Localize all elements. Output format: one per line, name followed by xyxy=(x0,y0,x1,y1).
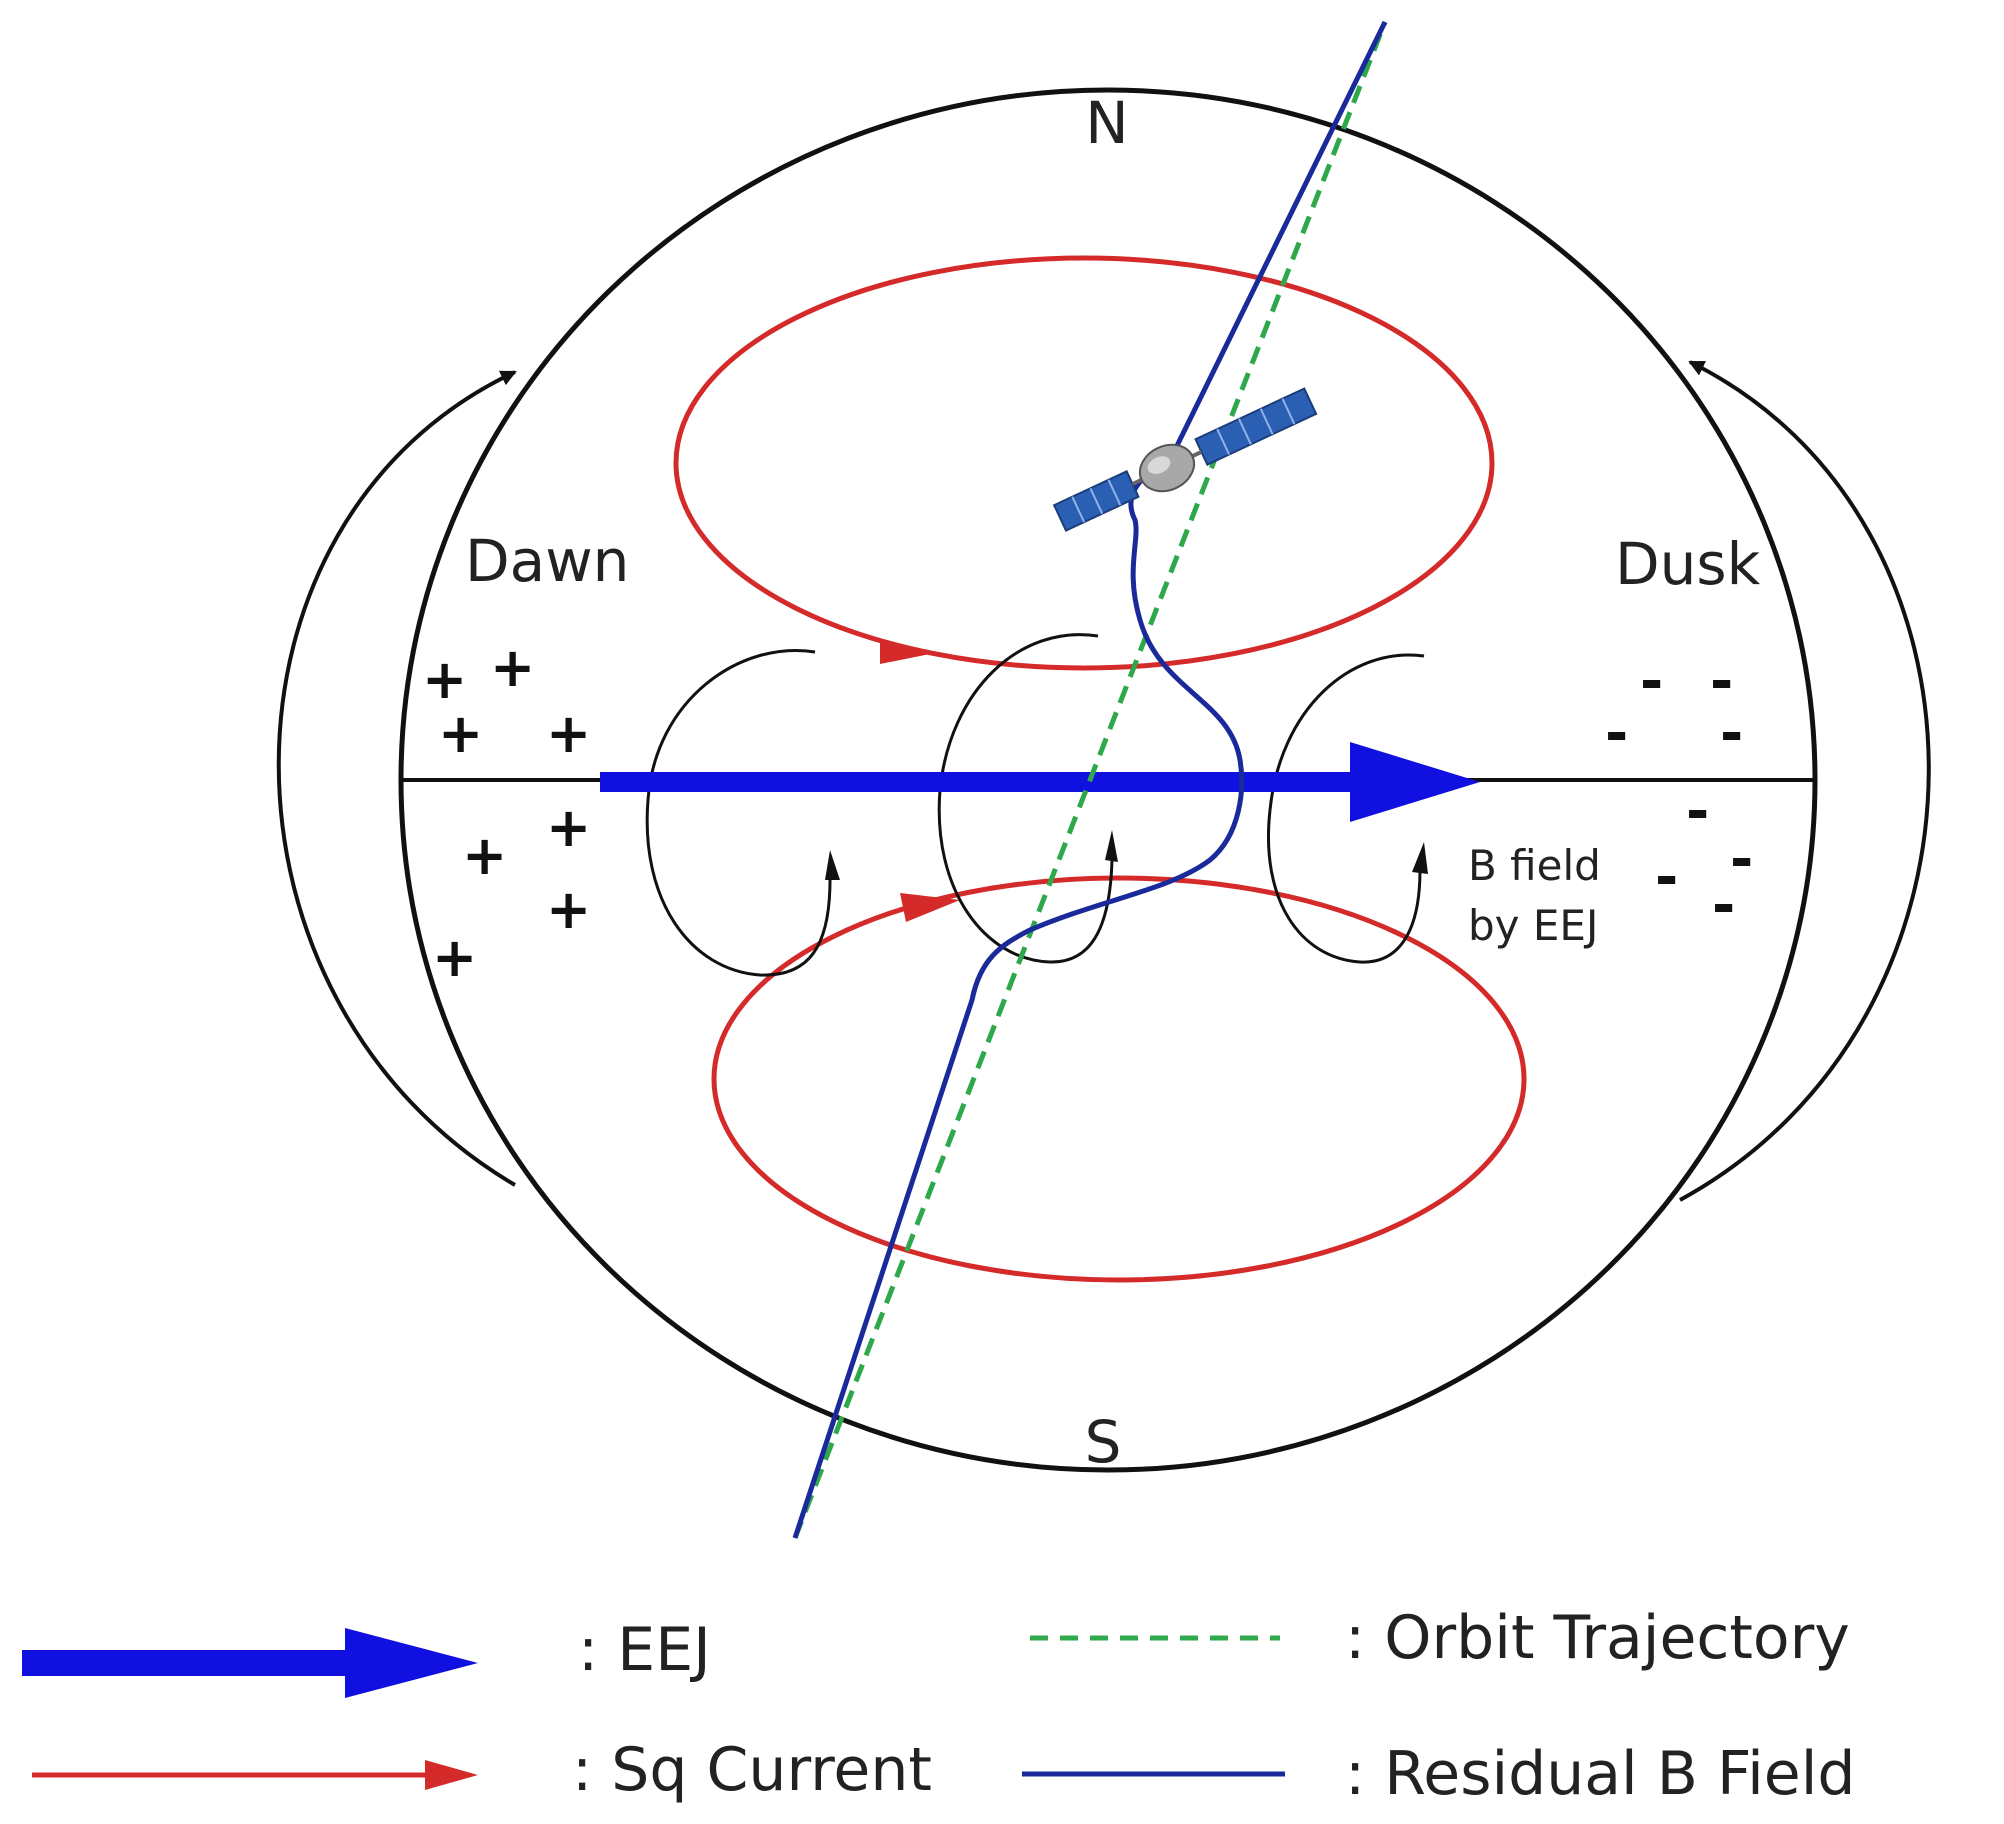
dawn-field-arc xyxy=(276,370,517,1187)
dusk-negative-charges: - - - - - - - - xyxy=(1605,649,1753,938)
eej-arrow-shaft xyxy=(600,772,1360,792)
sq-current-north-loop xyxy=(673,255,1495,671)
legend-eej-shaft xyxy=(22,1650,352,1676)
legend-eej-head xyxy=(345,1628,478,1698)
dawn-label: Dawn xyxy=(465,527,629,595)
dusk-charge: - xyxy=(1710,649,1733,714)
dawn-charge: + xyxy=(422,648,467,711)
field-loop-1-arrow xyxy=(825,850,840,880)
dusk-field-arc xyxy=(1679,360,1931,1202)
residual-b-field-line xyxy=(792,20,1388,1539)
legend-sq-label: : Sq Current xyxy=(572,1735,932,1805)
north-label: N xyxy=(1085,89,1128,157)
dusk-charge: - xyxy=(1720,701,1743,766)
sq-current-south-arrow xyxy=(900,893,960,922)
south-label: S xyxy=(1085,1408,1122,1476)
legend-sq-head xyxy=(425,1760,478,1790)
dusk-charge: - xyxy=(1655,845,1678,910)
dawn-charge: + xyxy=(546,878,591,941)
dusk-charge: - xyxy=(1730,827,1753,892)
dawn-charge: + xyxy=(462,824,507,887)
dusk-charge: - xyxy=(1640,649,1663,714)
field-loop-1 xyxy=(645,649,832,977)
b-field-label-line1: B field xyxy=(1468,841,1601,890)
sq-current-south-loop xyxy=(711,875,1527,1283)
legend-orbit-label: : Orbit Trajectory xyxy=(1345,1603,1850,1673)
field-loop-3 xyxy=(1267,653,1425,964)
dawn-charge: + xyxy=(432,926,477,989)
satellite-icon xyxy=(1052,387,1318,532)
field-loop-2 xyxy=(937,633,1114,964)
dawn-charge: + xyxy=(546,702,591,765)
dusk-charge: - xyxy=(1712,873,1735,938)
b-field-label-line2: by EEJ xyxy=(1468,901,1598,950)
orbit-trajectory-line xyxy=(792,21,1388,1539)
eej-field-loops xyxy=(645,633,1425,977)
dusk-label: Dusk xyxy=(1615,530,1761,598)
field-loop-3-arrow xyxy=(1412,842,1428,874)
dusk-charge: - xyxy=(1605,701,1628,766)
eej-arrow-head xyxy=(1350,742,1480,822)
field-loop-2-arrow xyxy=(1105,830,1118,862)
legend-residual-label: : Residual B Field xyxy=(1345,1739,1855,1809)
legend: : EEJ : Orbit Trajectory : Sq Current : … xyxy=(22,1603,1855,1809)
dawn-charge: + xyxy=(438,702,483,765)
sq-current-north-arrow xyxy=(880,642,935,664)
legend-eej-label: : EEJ xyxy=(578,1615,711,1685)
dawn-charge: + xyxy=(490,636,535,699)
dusk-charge: - xyxy=(1686,779,1709,844)
dawn-positive-charges: + + + + + + + + xyxy=(422,636,591,989)
dawn-charge: + xyxy=(546,796,591,859)
